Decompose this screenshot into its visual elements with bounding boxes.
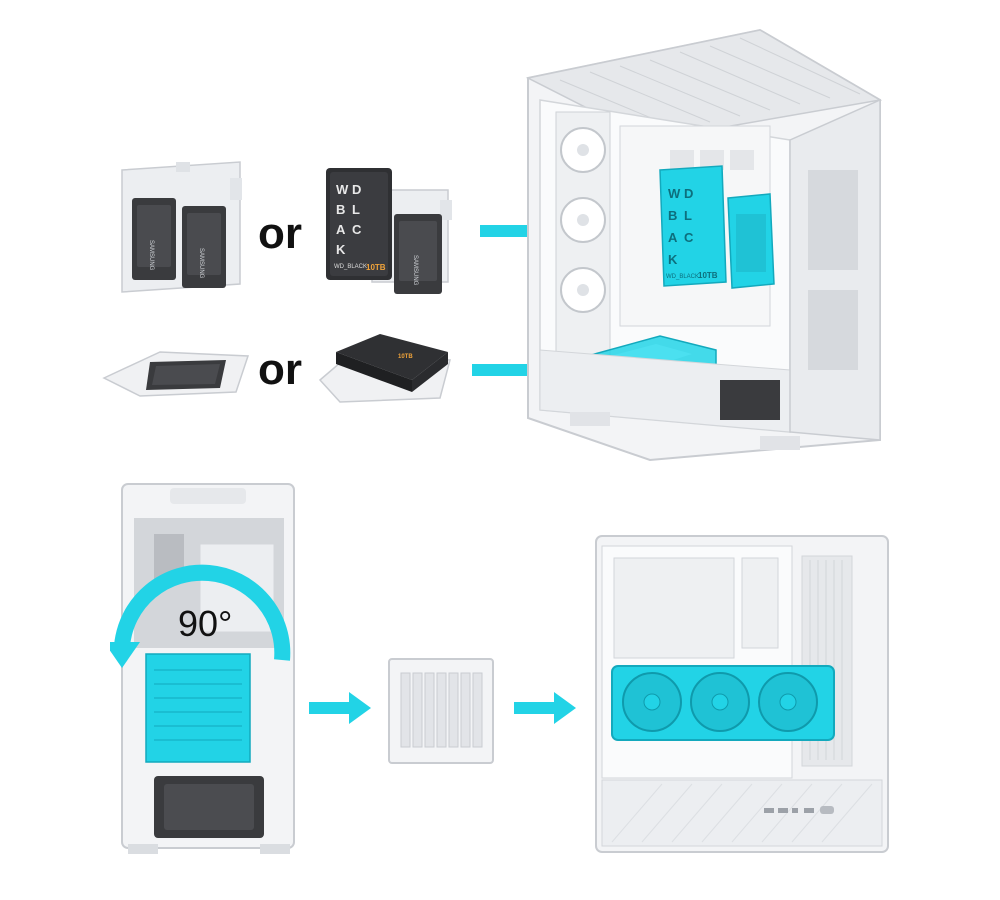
flat-hdd-bracket: 10TB [318,334,451,403]
fan-icon [758,672,818,732]
or-label-top: or [258,209,302,258]
right-arrow-icon [309,692,371,724]
case-drive-install-view: W D B L A C K WD_BLACK 10TB [480,28,883,462]
installed-hdd-letter-k: K [668,252,678,267]
installed-hdd-model: WD_BLACK [666,274,699,280]
hdd-letter-w: W [336,182,349,197]
hdd-letter-l: L [352,202,360,217]
rotate-ccw-arrow-icon [110,564,291,668]
or-label-bottom: or [258,345,302,394]
installed-hdd-letter-l: L [684,208,692,223]
pcie-bracket-highlight [145,653,251,763]
installed-hdd-capacity: 10TB [698,271,718,280]
hdd-letter-k: K [336,242,346,257]
hdd-capacity-label-flat: 10TB [398,354,413,360]
ssd-drive: SAMSUNG [132,198,176,280]
front-io-ports [764,806,834,814]
hdd-letter-c: C [352,222,362,237]
pcie-slot-cover-plate [388,658,494,764]
ssd-drive: SAMSUNG [182,206,226,288]
installed-hdd-letter-a: A [668,230,678,245]
case-gpu-install-view [595,535,889,853]
ssd-brand-label: SAMSUNG [148,240,154,271]
ssd-brand-label: SAMSUNG [412,255,418,286]
hdd-model-label: WD_BLACK [334,264,367,270]
drive-options-illustration: SAMSUNG SAMSUNG SAMSUNG W D B L A C K WD… [102,161,520,403]
ssd-brand-label: SAMSUNG [198,248,204,279]
right-arrow-icon [472,364,520,376]
installed-hdd-letter-b: B [668,208,677,223]
dual-ssd-bracket: SAMSUNG SAMSUNG [121,161,242,293]
rotation-angle-label: 90° [178,603,233,644]
installed-hdd-letter-d: D [684,186,693,201]
installed-hdd-letter-c: C [684,230,694,245]
installed-hdd-highlight: W D B L A C K WD_BLACK 10TB [659,165,727,287]
right-arrow-icon [514,692,576,724]
fan-icon [560,267,606,313]
installed-hdd-letter-w: W [668,186,681,201]
hdd-letter-b: B [336,202,345,217]
hdd-capacity-label: 10TB [366,263,386,272]
hdd-ssd-bracket: SAMSUNG W D B L A C K WD_BLACK 10TB [326,168,452,294]
case-rear-rotation-view [110,483,295,854]
hdd-drive: W D B L A C K WD_BLACK 10TB [326,168,392,280]
fan-icon [690,672,750,732]
hdd-letter-a: A [336,222,346,237]
installed-ssd-highlight [727,193,775,289]
flat-ssd-bracket [102,351,250,397]
gpu-highlight [611,665,835,741]
fan-icon [560,197,606,243]
ssd-drive: SAMSUNG [394,214,442,294]
fan-icon [622,672,682,732]
fan-column [555,111,611,363]
hdd-letter-d: D [352,182,361,197]
fan-icon [560,127,606,173]
